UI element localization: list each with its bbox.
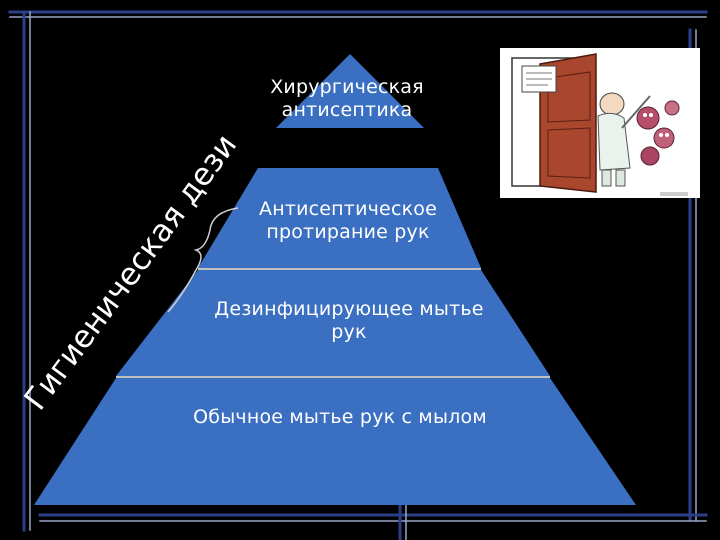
layer-label-antiseptic-hand-rubbing: Антисептическое протирание рук — [259, 198, 437, 243]
pyramid-layer-disinfecting-wash — [116, 270, 550, 376]
layer-label-disinfecting-hand-wash: Дезинфицирующее мытье рук — [214, 298, 484, 343]
layer-label-surgical-antiseptics: Хирургическая антисептика — [270, 76, 424, 121]
layer-label-plain-hand-wash: Обычное мытье рук с мылом — [193, 406, 487, 428]
pyramid-layer-surgical — [276, 54, 424, 128]
pyramid-layer-plain-wash — [34, 378, 636, 505]
brace-icon — [167, 207, 239, 313]
cartoon-doctor-chasing-germs-icon — [500, 48, 700, 198]
pyramid-layer-antiseptic-rubbing — [198, 168, 481, 268]
